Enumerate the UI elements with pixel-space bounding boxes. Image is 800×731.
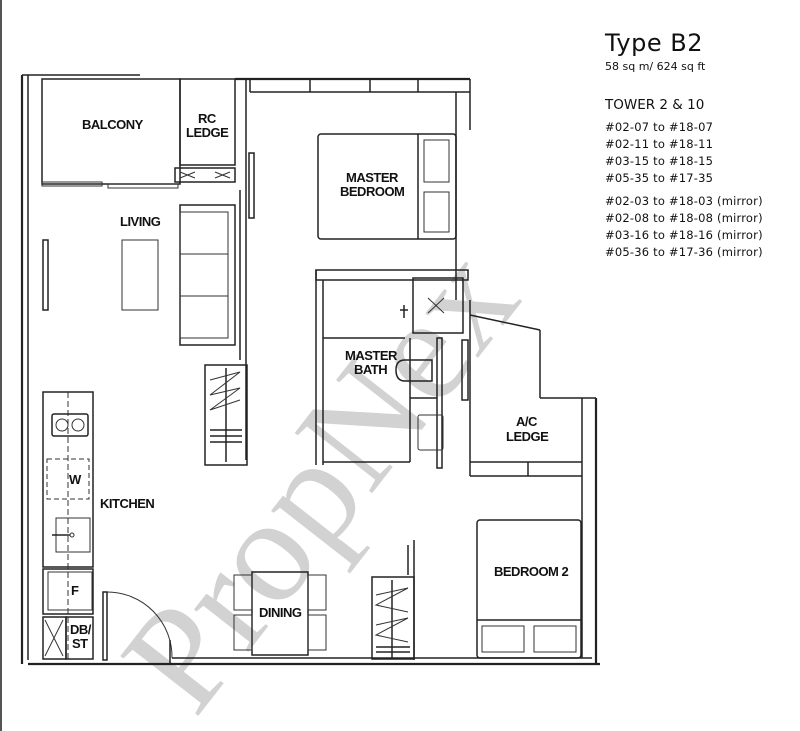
label-washer: W xyxy=(69,472,82,487)
svg-text:LEDGE: LEDGE xyxy=(506,429,549,444)
dining-table xyxy=(233,571,327,656)
label-db-st: DB/ xyxy=(70,622,92,637)
svg-text:PropNex: PropNex xyxy=(90,218,549,731)
tower-label: TOWER 2 & 10 xyxy=(605,97,705,113)
label-fridge: F xyxy=(71,583,79,598)
unit-info-panel: Type B2 58 sq m/ 624 sq ft TOWER 2 & 10 … xyxy=(605,28,763,261)
mirror-unit-list: #02-03 to #18-03 (mirror) #02-08 to #18-… xyxy=(605,193,763,261)
svg-text:LEDGE: LEDGE xyxy=(186,125,229,140)
unit-range: #03-15 to #18-15 xyxy=(605,154,714,168)
label-dining: DINING xyxy=(259,605,302,620)
living-wardrobe xyxy=(204,364,248,466)
room-labels: BALCONY RC LEDGE LIVING MASTER BEDROOM M… xyxy=(69,111,569,651)
label-living: LIVING xyxy=(120,214,161,229)
kitchen-counter xyxy=(42,391,94,660)
bedroom2-wardrobe xyxy=(371,540,415,660)
mirror-unit-range: #02-08 to #18-08 (mirror) xyxy=(605,211,763,225)
label-kitchen: KITCHEN xyxy=(100,496,154,511)
master-bath xyxy=(315,269,469,469)
label-rc-ledge: RC xyxy=(198,111,217,126)
master-bed xyxy=(317,133,457,240)
bedroom2-bed xyxy=(476,519,582,659)
mirror-unit-range: #02-03 to #18-03 (mirror) xyxy=(605,194,763,208)
unit-range: #05-35 to #17-35 xyxy=(605,171,714,185)
unit-type-title: Type B2 xyxy=(605,29,703,57)
outer-walls xyxy=(20,74,600,666)
page-edge xyxy=(0,0,2,731)
label-ac-ledge: A/C xyxy=(516,414,538,429)
entry-door xyxy=(102,591,173,664)
mirror-unit-range: #05-36 to #17-36 (mirror) xyxy=(605,245,763,259)
label-balcony: BALCONY xyxy=(82,117,144,132)
label-bedroom-2: BEDROOM 2 xyxy=(494,564,569,579)
balcony-door xyxy=(41,181,179,189)
svg-text:ST: ST xyxy=(72,636,88,651)
unit-list: #02-07 to #18-07 #02-11 to #18-11 #03-15… xyxy=(605,119,763,187)
label-master-bedroom: MASTER xyxy=(346,170,399,185)
label-master-bath: MASTER xyxy=(345,348,398,363)
unit-range: #02-07 to #18-07 xyxy=(605,120,714,134)
svg-text:BATH: BATH xyxy=(354,362,387,377)
unit-range: #02-11 to #18-11 xyxy=(605,137,714,151)
mirror-unit-range: #03-16 to #18-16 (mirror) xyxy=(605,228,763,242)
living-walls xyxy=(42,80,255,460)
svg-text:BEDROOM: BEDROOM xyxy=(340,184,404,199)
unit-area: 58 sq m/ 624 sq ft xyxy=(605,60,706,73)
watermark: PropNex xyxy=(90,218,549,731)
